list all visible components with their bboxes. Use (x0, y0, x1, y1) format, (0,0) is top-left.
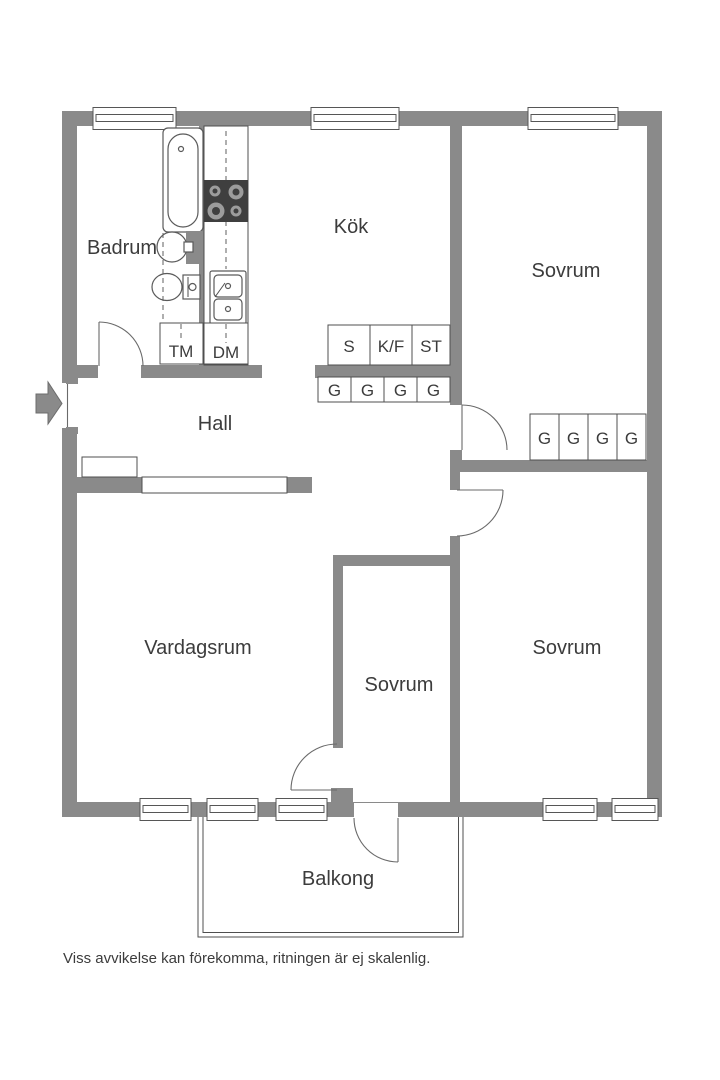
wall-left-lower (62, 428, 77, 817)
bathtub (162, 127, 204, 233)
door-sovrum-top (461, 404, 508, 451)
wall-right-sovrum-door-pier (450, 452, 460, 490)
wall-right (647, 111, 662, 817)
wall-sovrum-mid-top (333, 555, 460, 566)
balcony-outline (197, 817, 464, 938)
doors (66, 321, 508, 863)
window-vardagsrum-3 (275, 798, 328, 821)
kitchen-cabinets (327, 324, 451, 366)
wall-sovrum-top-bottom (452, 460, 650, 472)
wall-kok-sovrum (450, 126, 462, 405)
kitchen-sink (209, 270, 247, 325)
fridge-freezer-label: K/F (378, 337, 404, 356)
window-kok (310, 107, 400, 130)
balcony-door-opening (354, 803, 398, 817)
stove (204, 180, 248, 222)
dm-label: DM (213, 343, 239, 362)
vardagsrum-label: Vardagsrum (144, 637, 251, 659)
entry-jamb-top (66, 377, 78, 384)
hall-wardrobe-label-1: G (328, 381, 341, 400)
kok-label: Kök (334, 216, 369, 238)
wall-sovrum-mid-left (333, 555, 343, 748)
balkong-label: Balkong (302, 868, 374, 890)
entry-jamb-bottom (66, 427, 78, 434)
hall-wardrobe-label-2: G (361, 381, 374, 400)
dishwasher (203, 322, 249, 365)
sovrum-mid-label: Sovrum (365, 674, 434, 696)
hall-vardagsrum-opening (141, 476, 288, 494)
toilet (151, 272, 201, 302)
hall-label: Hall (198, 413, 232, 435)
wall-hall-top-left (141, 365, 262, 378)
window-vardagsrum-1 (139, 798, 192, 821)
wall-hall-top-right (315, 365, 462, 378)
door-badrum (98, 321, 144, 367)
sovrum-wardrobe-label-4: G (625, 429, 638, 448)
hall-wardrobe-label-3: G (394, 381, 407, 400)
washing-machine (159, 322, 204, 365)
door-sovrum-mid (290, 743, 338, 791)
wall-hall-vardagsrum-pier (287, 477, 312, 493)
wall-mid-right-divider (450, 536, 460, 802)
hall-wardrobes (317, 376, 451, 403)
sovrum-wardrobes (529, 413, 647, 461)
door-sovrum-right (456, 489, 504, 537)
window-vardagsrum-2 (206, 798, 259, 821)
wall-left-upper (62, 111, 77, 383)
sovrum-wardrobe-label-3: G (596, 429, 609, 448)
sovrum-wardrobe-label-1: G (538, 429, 551, 448)
entrance-arrow-icon (35, 380, 63, 426)
pantry-label: S (343, 337, 354, 356)
hall-wardrobe-label-4: G (427, 381, 440, 400)
wall-hall-vardagsrum (62, 477, 142, 493)
badrum-label: Badrum (87, 237, 157, 259)
sovrum-wardrobe-label-2: G (567, 429, 580, 448)
bathroom-sink (156, 231, 203, 264)
sovrum-right-label: Sovrum (533, 637, 602, 659)
window-badrum (92, 107, 177, 130)
window-sovrum-right-2 (611, 798, 659, 821)
door-balcony (353, 817, 399, 863)
window-sovrum-right-1 (542, 798, 598, 821)
cleaning-closet-label: ST (420, 337, 442, 356)
hall-closet-recess (81, 456, 138, 478)
wall-badrum-stub (77, 365, 98, 378)
wall-sovrum-mid-pillar (331, 788, 353, 804)
tm-label: TM (169, 342, 194, 361)
cabinet-pantry (327, 324, 371, 366)
window-sovrum-top (527, 107, 619, 130)
cabinet-cleaning (411, 324, 451, 366)
windows (92, 107, 659, 821)
sovrum-top-label: Sovrum (532, 260, 601, 282)
disclaimer-caption: Viss avvikelse kan förekomma, ritningen … (63, 950, 430, 967)
